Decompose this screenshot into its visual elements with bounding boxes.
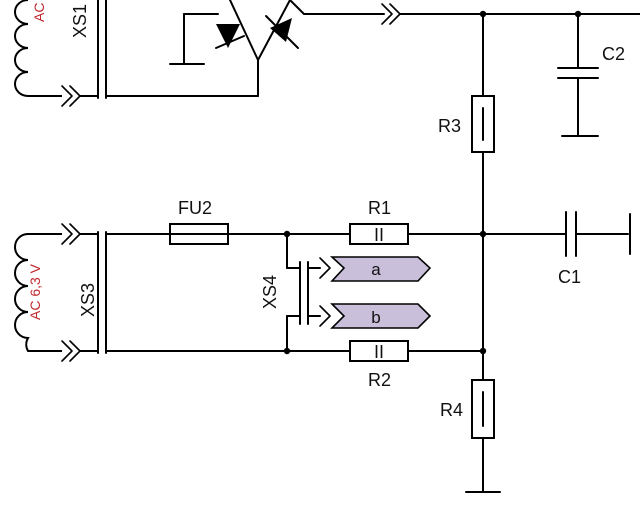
diode-left-icon <box>216 24 240 48</box>
r4-label: R4 <box>440 400 463 420</box>
capacitor-c1 <box>482 211 631 257</box>
diode-left-bar <box>215 35 245 49</box>
lower-connector-chevron-top <box>61 223 81 245</box>
fu2-label: FU2 <box>178 198 212 218</box>
bridge-rectifier <box>169 0 385 97</box>
upper-transformer-winding <box>14 0 62 97</box>
capacitor-c2 <box>557 13 599 137</box>
lower-transformer-winding <box>14 233 62 352</box>
lower-source-label: AC 6,3 V <box>27 263 43 320</box>
terminal-a-chevron <box>319 257 331 279</box>
r2-label: R2 <box>368 370 391 390</box>
connector-xs4 <box>286 233 321 352</box>
xs1-label: XS1 <box>70 4 90 38</box>
c1-label: C1 <box>558 267 581 287</box>
diode-right-bar <box>265 15 299 49</box>
upper-source-label: AC 26 <box>31 0 47 22</box>
terminal-b-label: b <box>371 308 380 327</box>
terminal-b: b <box>319 303 432 329</box>
terminal-b-chevron <box>319 305 331 327</box>
terminal-b-shape <box>330 303 432 329</box>
r3-label: R3 <box>438 116 461 136</box>
upper-connector-chevron <box>61 85 81 107</box>
terminal-a: a <box>319 256 432 282</box>
upper-section <box>14 0 640 137</box>
bridge-top-wire <box>289 0 385 15</box>
c2-label: C2 <box>602 44 625 64</box>
r1-label: R1 <box>368 198 391 218</box>
xs3-label: XS3 <box>78 283 98 317</box>
lower-transformer <box>14 223 107 362</box>
r2-marking: II <box>374 342 384 362</box>
xs4-label: XS4 <box>260 275 280 309</box>
terminal-a-shape <box>329 256 432 282</box>
terminal-a-label: a <box>371 260 381 279</box>
lower-connector-chevron-bottom <box>61 340 81 362</box>
r1-marking: II <box>374 225 384 245</box>
